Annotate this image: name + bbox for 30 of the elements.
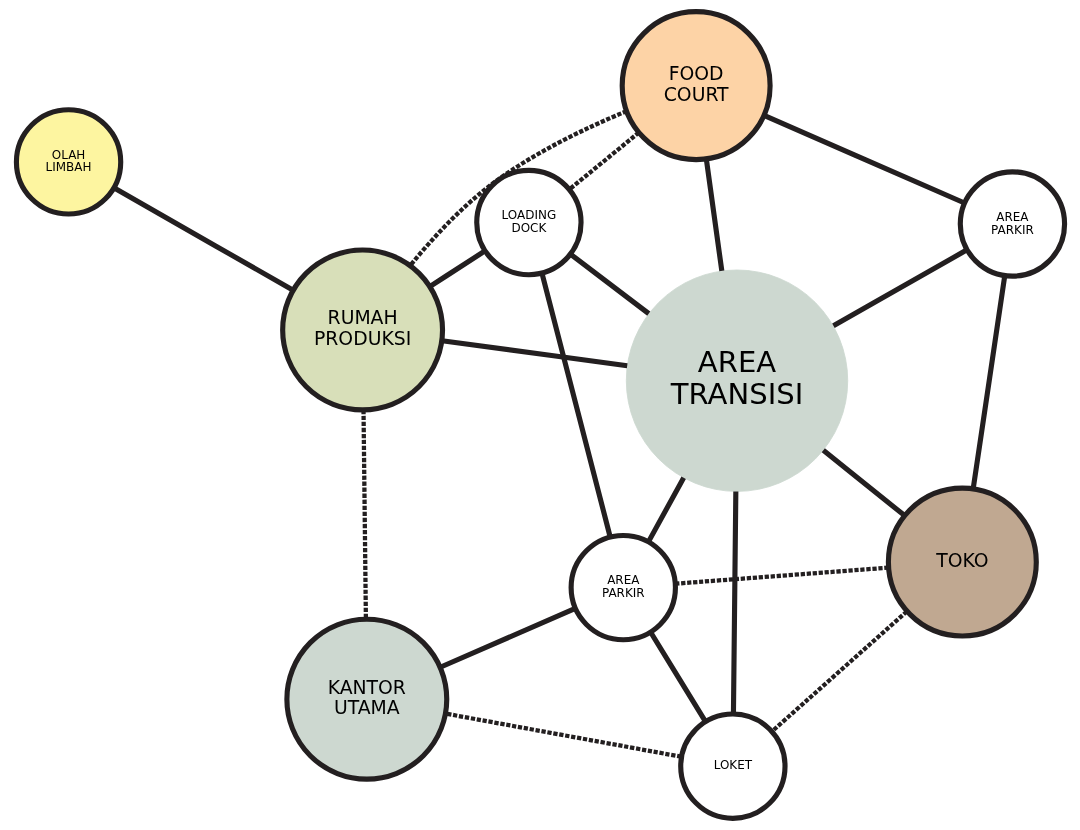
connector xyxy=(427,248,486,289)
connector xyxy=(730,491,738,715)
connector xyxy=(567,130,640,192)
connector xyxy=(438,606,576,670)
connector xyxy=(674,565,888,586)
connector xyxy=(539,272,613,538)
connector xyxy=(360,410,368,620)
connector xyxy=(703,158,724,272)
node-circle: TOKO xyxy=(885,485,1039,639)
connector xyxy=(112,185,294,293)
connector xyxy=(444,711,682,759)
connector xyxy=(645,476,686,544)
node-circle: AREA PARKIR xyxy=(568,532,678,643)
connector xyxy=(568,252,650,316)
node-circle: LOADING DOCK xyxy=(473,167,584,278)
node-circle: AREA PARKIR xyxy=(957,169,1067,279)
node-circle: LOKET xyxy=(677,711,788,821)
node-circle: RUMAH PRODUKSI xyxy=(279,247,445,413)
connector xyxy=(821,448,906,518)
connector xyxy=(408,109,627,267)
node-circle: FOOD COURT xyxy=(619,9,773,163)
node-circle: KANTOR UTAMA xyxy=(283,616,449,782)
connector xyxy=(762,112,966,206)
connector xyxy=(831,247,968,329)
connector xyxy=(441,338,628,369)
connector xyxy=(770,609,908,733)
connector xyxy=(648,630,708,723)
connector xyxy=(970,275,1007,490)
node-circle: OLAH LIMBAH xyxy=(13,107,123,217)
node-circle: AREA TRANSISI xyxy=(625,269,848,492)
